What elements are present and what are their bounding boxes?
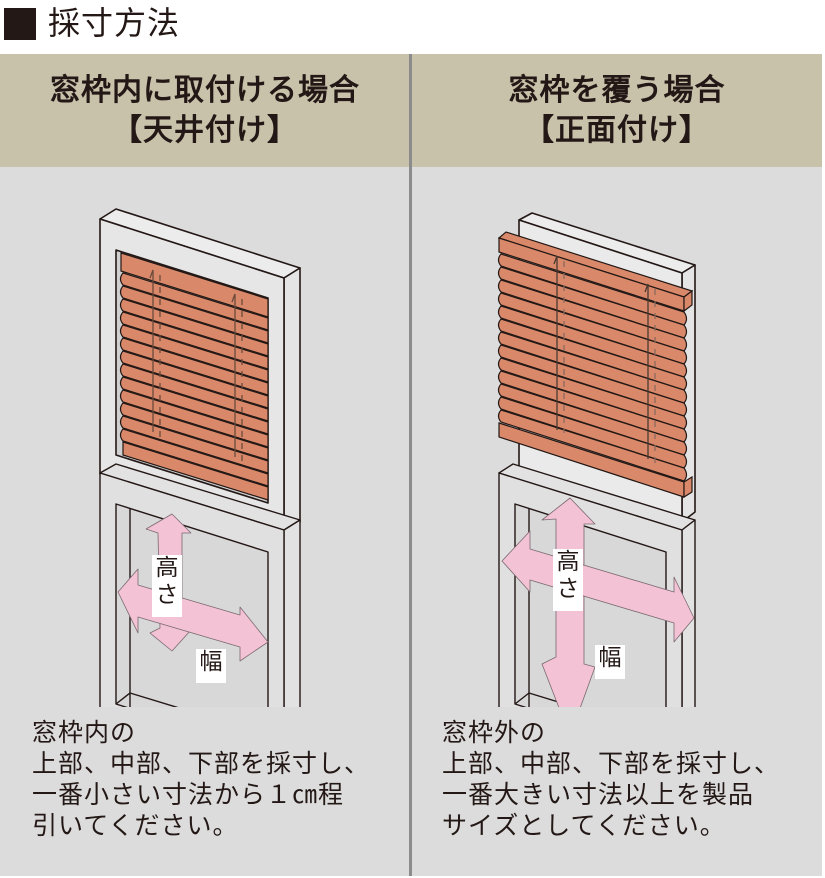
section-title: 採寸方法	[4, 0, 180, 46]
instruction-line: 引いてください。	[32, 811, 239, 840]
instruction-line: 窓枠外の	[442, 718, 547, 747]
outside-mount-panel: 窓枠を覆う場合 【正面付け】	[412, 54, 822, 876]
section-title-text: 採寸方法	[48, 4, 181, 42]
instruction-line: 上部、中部、下部を採寸し、	[442, 749, 781, 778]
measurement-panels: 窓枠内に取付ける場合 【天井付け】	[0, 54, 822, 876]
instruction-line: 一番小さい寸法から１㎝程	[32, 780, 345, 809]
inside-mount-blind-illustration	[99, 208, 301, 534]
panel-header-title: 窓枠内に取付ける場合	[50, 72, 360, 108]
outside-mount-instructions: 窓枠外の 上部、中部、下部を採寸し、 一番大きい寸法以上を製品 サイズとしてくだ…	[442, 717, 780, 841]
instruction-line: 窓枠内の	[32, 718, 137, 747]
height-label: 高さ	[553, 549, 583, 611]
inside-mount-measure-illustration	[99, 463, 301, 707]
panel-divider	[409, 54, 412, 876]
inside-mount-instructions: 窓枠内の 上部、中部、下部を採寸し、 一番小さい寸法から１㎝程 引いてください。	[32, 717, 370, 841]
panel-header-subtitle: 【天井付け】	[112, 112, 298, 148]
black-square-icon	[4, 8, 36, 40]
inside-mount-panel: 窓枠内に取付ける場合 【天井付け】	[0, 54, 410, 876]
outside-mount-blind-illustration	[497, 212, 696, 523]
width-label: 幅	[595, 645, 625, 679]
panel-header: 窓枠内に取付ける場合 【天井付け】	[0, 54, 410, 167]
height-label: 高さ	[152, 555, 182, 617]
outside-mount-measure-illustration	[498, 463, 696, 707]
panel-header: 窓枠を覆う場合 【正面付け】	[412, 54, 822, 167]
panel-body: 高さ 幅 窓枠外の 上部、中部、下部を採寸し、 一番大きい寸法以上を製品 サイズ…	[412, 167, 822, 876]
width-label: 幅	[196, 649, 226, 683]
panel-header-title: 窓枠を覆う場合	[508, 72, 726, 108]
instruction-line: サイズとしてください。	[442, 811, 726, 840]
panel-body: 高さ 幅 窓枠内の 上部、中部、下部を採寸し、 一番小さい寸法から１㎝程 引いて…	[0, 167, 410, 876]
instruction-line: 一番大きい寸法以上を製品	[442, 780, 755, 809]
panel-header-subtitle: 【正面付け】	[524, 112, 710, 148]
instruction-line: 上部、中部、下部を採寸し、	[32, 749, 371, 778]
